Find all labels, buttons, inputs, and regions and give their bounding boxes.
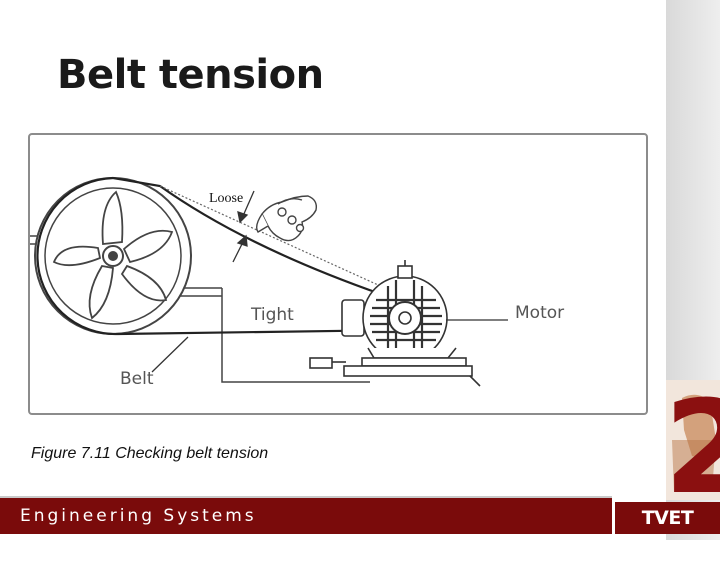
brand-name: TVET FIRST [615, 502, 720, 561]
footer-course-title: Engineering Systems [20, 506, 257, 526]
brand-numeral: 2 [664, 380, 720, 523]
label-loose: Loose [209, 191, 244, 206]
label-motor: Motor [515, 303, 565, 323]
slide-title: Belt tension [57, 52, 324, 98]
motor [309, 260, 481, 387]
base-frame-line [221, 288, 370, 383]
hand-icon [255, 195, 318, 242]
belt-drive-diagram [30, 176, 508, 387]
label-tight: Tight [251, 305, 294, 325]
label-belt: Belt [120, 369, 154, 389]
figure-caption: Figure 7.11 Checking belt tension [31, 445, 269, 462]
belt-reference-dotted [159, 185, 399, 295]
footer-bar: Engineering Systems [0, 496, 612, 534]
leader-lines [151, 319, 508, 373]
large-pulley [34, 177, 192, 335]
deflection-arrows [232, 190, 255, 263]
brand-logo: 2 [664, 380, 720, 523]
